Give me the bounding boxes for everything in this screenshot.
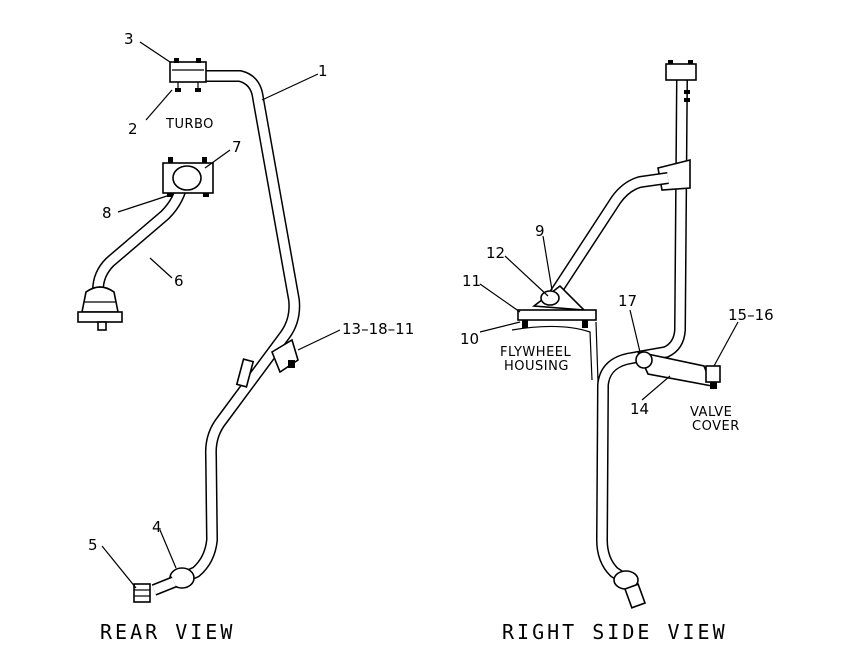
callout-3: 3: [124, 30, 134, 48]
bottom-elbow-right: [613, 570, 647, 609]
leader-4: [159, 529, 177, 569]
branch-pipe-valve: [635, 350, 721, 389]
diagonal-pipe-right: [546, 172, 669, 302]
callout-2: 2: [128, 120, 138, 138]
leader-15-16: [713, 321, 739, 367]
label-turbo: TURBO: [165, 117, 214, 132]
callout-1: 1: [318, 62, 328, 80]
leader-11: [479, 283, 521, 313]
leader-3: [139, 41, 171, 63]
rear-view: 3 2 1 7 8 6 13–18–11 4 5 TURBO REAR VIEW: [77, 30, 414, 644]
leader-6: [149, 257, 173, 279]
rear-view-title: REAR VIEW: [100, 620, 235, 644]
main-pipe-right: [596, 77, 688, 585]
leader-1: [261, 73, 319, 101]
leader-5: [101, 545, 137, 589]
elbow-4: [151, 567, 195, 596]
fitting-5: [133, 583, 151, 603]
callout-9: 9: [535, 222, 545, 240]
label-valve-line1: VALVE: [690, 405, 732, 420]
bellows: [77, 286, 123, 331]
label-valve-line2: COVER: [692, 419, 740, 434]
label-flywheel-line2: HOUSING: [504, 359, 569, 374]
flange-7: [162, 157, 214, 197]
leader-2: [145, 89, 173, 121]
callout-8: 8: [102, 204, 112, 222]
leader-9: [542, 235, 553, 291]
leader-14: [641, 375, 671, 401]
callout-4: 4: [152, 518, 162, 536]
callout-5: 5: [88, 536, 98, 554]
callout-6: 6: [174, 272, 184, 290]
callout-12: 12: [486, 244, 505, 262]
turbo-flange: [169, 58, 207, 92]
label-flywheel-line1: FLYWHEEL: [500, 345, 571, 360]
callout-11: 11: [462, 272, 481, 290]
callout-14: 14: [630, 400, 649, 418]
callout-10: 10: [460, 330, 479, 348]
leader-10: [479, 321, 521, 333]
flywheel-adapter: [511, 284, 599, 383]
right-side-view-title: RIGHT SIDE VIEW: [502, 620, 728, 644]
callout-15-16: 15–16: [728, 306, 774, 324]
leader-13-18-11: [297, 329, 341, 351]
callout-17: 17: [618, 292, 637, 310]
clamp-13-18-11: [235, 338, 299, 388]
leader-17: [629, 309, 641, 353]
leader-7: [204, 149, 231, 169]
callout-7: 7: [232, 138, 242, 156]
pipe-1: [175, 70, 301, 586]
top-fitting-right: [665, 60, 697, 102]
right-side-view: 9 12 11 10 17 14 15–16 FLYWHEEL HOUSING …: [460, 60, 774, 644]
leader-12: [504, 255, 549, 297]
leader-8: [117, 194, 171, 213]
callout-13-18-11: 13–18–11: [342, 320, 414, 338]
